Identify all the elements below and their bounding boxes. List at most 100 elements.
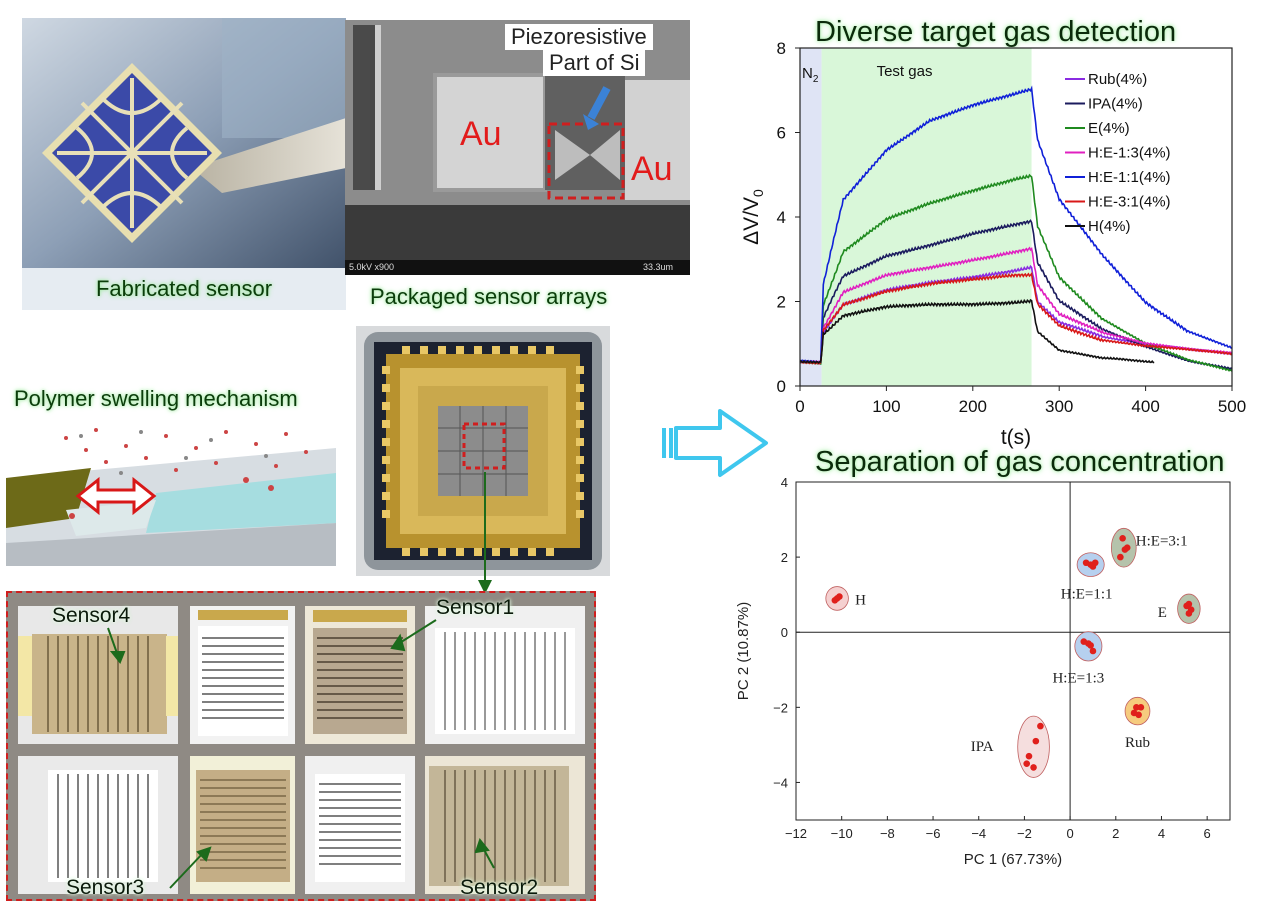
- y-axis-label: ΔV/V0: [740, 189, 766, 245]
- point-2-2: [1117, 553, 1124, 561]
- series-line-4: [799, 85, 1233, 365]
- region-label-test-gas: Test gas: [877, 63, 933, 80]
- cluster-label-6: IPA: [971, 739, 994, 755]
- sensor4-label: Sensor4: [52, 604, 131, 627]
- sensor-cell-4: [425, 606, 585, 744]
- connector-arrow: [478, 472, 492, 594]
- y-axis-label: PC 2 (10.87%): [735, 602, 752, 700]
- polymer-mechanism-label: Polymer swelling mechanism: [14, 386, 298, 411]
- sensor-cell-8: [425, 756, 585, 894]
- x-tick-label-0: 0: [1066, 826, 1073, 841]
- x-tick-label-4: 4: [1158, 826, 1165, 841]
- y-tick-label-4: 4: [777, 208, 786, 227]
- sensor3-label: Sensor3: [66, 876, 145, 899]
- series-line-6: [799, 298, 1155, 365]
- sem-au-label-left: Au: [460, 115, 502, 153]
- x-tick-label-400: 400: [1131, 397, 1159, 416]
- series-line-5: [799, 271, 1233, 365]
- x-axis-label: t(s): [1001, 426, 1031, 449]
- packaged-sensor-array-photo: [356, 326, 610, 576]
- chart1-title: Diverse target gas detection: [815, 16, 1177, 48]
- y-tick-label-0: 0: [777, 377, 786, 396]
- sem-scale-right: 33.3um: [643, 262, 674, 272]
- packaged-arrays-label: Packaged sensor arrays: [370, 284, 608, 309]
- region-1: [821, 48, 1032, 386]
- x-tick-label--8: −8: [880, 826, 895, 841]
- legend-label-0: Rub(4%): [1088, 71, 1147, 88]
- legend-label-3: H:E-1:3(4%): [1088, 145, 1171, 162]
- point-2-0: [1119, 535, 1126, 542]
- y-tick-label-4: 4: [781, 475, 788, 490]
- x-tick-label-300: 300: [1045, 397, 1073, 416]
- point-0-2: [833, 595, 841, 602]
- cluster-ellipse-5: [1124, 696, 1151, 726]
- point-5-1: [1137, 704, 1145, 711]
- y-tick-label--2: −2: [773, 700, 788, 715]
- sensor-cell-2: [190, 606, 295, 744]
- x-tick-label-200: 200: [959, 397, 987, 416]
- point-6-2: [1025, 752, 1033, 760]
- sensor1-label: Sensor1: [436, 596, 515, 619]
- y-tick-label-0: 0: [781, 625, 788, 640]
- point-5-3: [1130, 709, 1138, 717]
- point-6-3: [1030, 764, 1037, 771]
- sem-scale-left: 5.0kV x900: [349, 262, 395, 272]
- series-line-3: [799, 246, 1233, 364]
- sensor2-label: Sensor2: [460, 876, 539, 899]
- cluster-label-0: H: [855, 592, 866, 608]
- point-6-4: [1023, 760, 1031, 767]
- plot-frame: [795, 481, 1231, 821]
- sensor-cell-3: [305, 606, 415, 744]
- point-6-1: [1032, 737, 1040, 745]
- x-axis-label: PC 1 (67.73%): [964, 851, 1062, 868]
- legend-label-4: H:E-1:1(4%): [1088, 169, 1171, 186]
- point-4-3: [1087, 642, 1094, 649]
- y-tick-label-6: 6: [777, 124, 786, 143]
- point-3-3: [1185, 600, 1193, 608]
- legend-label-1: IPA(4%): [1088, 96, 1143, 113]
- x-tick-label--4: −4: [971, 826, 986, 841]
- flow-arrow: [662, 409, 768, 477]
- point-3-2: [1187, 606, 1195, 613]
- sensor-callout-arrows: [107, 619, 495, 889]
- series-line-2: [799, 173, 1233, 372]
- y-tick-label--4: −4: [773, 775, 788, 790]
- sensor-cell-5: [18, 756, 178, 894]
- sensor-cell-1: [18, 606, 178, 744]
- sem-piezo-label-2: Part of Si: [543, 50, 646, 76]
- sem-au-label-right: Au: [631, 150, 673, 188]
- chart2-title: Separation of gas concentration: [815, 446, 1225, 478]
- legend-label-6: H(4%): [1088, 218, 1131, 235]
- x-tick-label-0: 0: [795, 397, 804, 416]
- x-tick-label--6: −6: [926, 826, 941, 841]
- y-tick-label-2: 2: [777, 293, 786, 312]
- x-tick-label-100: 100: [872, 397, 900, 416]
- point-2-3: [1123, 544, 1131, 552]
- x-tick-label--2: −2: [1017, 826, 1032, 841]
- cluster-label-4: H:E=1:3: [1052, 670, 1104, 686]
- legend-label-5: H:E-3:1(4%): [1088, 194, 1171, 211]
- region-0: [800, 48, 822, 386]
- y-tick-label-8: 8: [777, 40, 786, 58]
- polymer-swelling-illustration: [6, 418, 336, 566]
- x-tick-label--10: −10: [831, 826, 853, 841]
- legend-label-2: E(4%): [1088, 120, 1130, 137]
- y-tick-label-2: 2: [781, 550, 788, 565]
- sem-image: Piezoresistive Part of Si Au Au 5.0kV x9…: [345, 20, 690, 275]
- x-tick-label-6: 6: [1204, 826, 1211, 841]
- fabricated-sensor-label: Fabricated sensor: [22, 268, 346, 310]
- cluster-label-2: H:E=3:1: [1136, 534, 1188, 550]
- x-tick-label-2: 2: [1112, 826, 1119, 841]
- series-line-1: [799, 219, 1233, 371]
- point-4-2: [1089, 647, 1097, 655]
- cluster-label-3: E: [1158, 605, 1167, 621]
- point-6-0: [1037, 722, 1044, 730]
- cluster-label-1: H:E=1:1: [1061, 587, 1113, 603]
- fabricated-sensor-photo: [22, 18, 346, 268]
- cluster-label-5: Rub: [1125, 735, 1150, 751]
- sem-piezo-label-1: Piezoresistive: [505, 24, 653, 50]
- sensor-cell-7: [305, 756, 415, 894]
- x-tick-label--12: −12: [785, 826, 807, 841]
- sensor-cell-6: [190, 756, 295, 894]
